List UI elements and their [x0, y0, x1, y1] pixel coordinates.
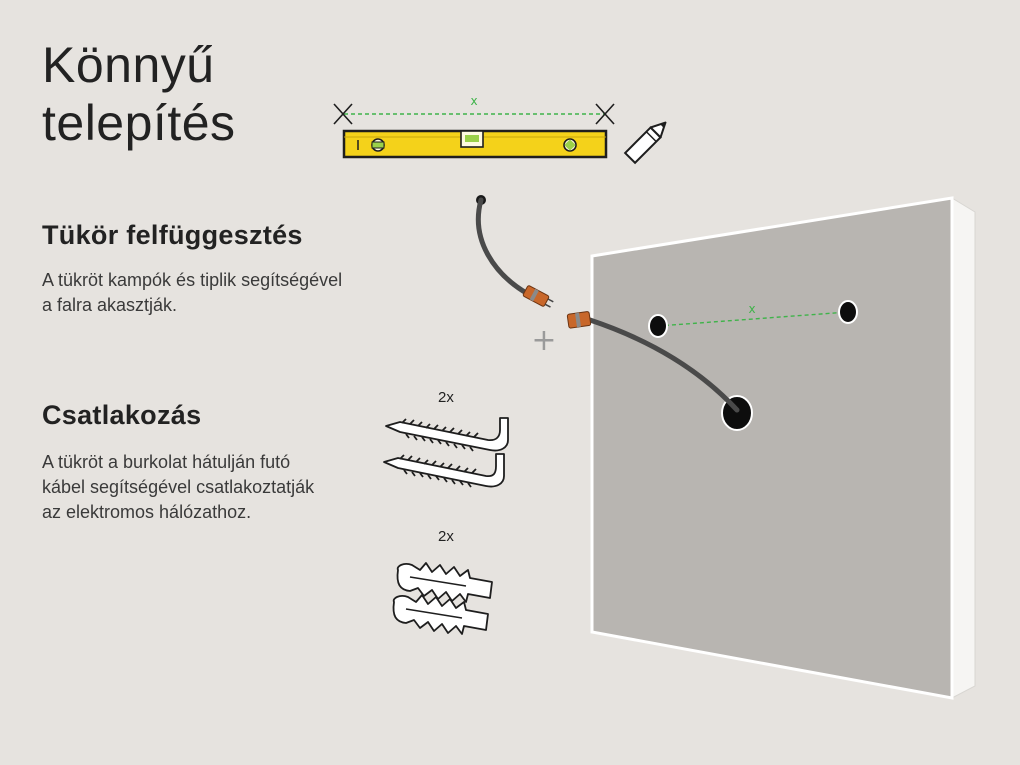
connection-description-line-3: az elektromos hálózathoz.: [42, 502, 252, 522]
connection-heading: Csatlakozás: [42, 400, 202, 430]
mounting-hole-right: [838, 300, 858, 324]
panel-cable: [587, 317, 740, 413]
connection-description-line-2: kábel segítségével csatlakoztatják: [42, 477, 315, 497]
page-title: Könnyű telepítés: [42, 36, 236, 152]
mirror-panel-side: [951, 197, 976, 699]
connection-description-line-1: A tükröt a burkolat hátulján futó: [42, 452, 291, 472]
connection-description: A tükröt a burkolat hátulján futó kábel …: [42, 450, 314, 525]
mounting-hole-left: [648, 314, 668, 338]
hanging-description-line-2: a falra akasztják.: [42, 295, 178, 315]
panel-measure-mark: x: [748, 302, 755, 316]
screw-hook-icon: [385, 417, 509, 452]
hanging-description: A tükröt kampók és tiplik segítségével a…: [42, 268, 342, 318]
pencil-icon: [623, 121, 667, 165]
wall-dowel-icon: [392, 594, 489, 635]
dowels-quantity: 2x: [438, 528, 454, 545]
cross-mark-icon: [595, 103, 615, 125]
plug-connector-icon: [522, 285, 592, 329]
spirit-level-icon: [342, 129, 608, 159]
mirror-panel: [590, 196, 976, 700]
screw-hook-icon: [383, 453, 505, 488]
mirror-panel-back: [590, 196, 954, 700]
hooks-quantity: 2x: [438, 389, 454, 406]
plus-symbol: +: [531, 323, 556, 358]
wall-cable: [475, 197, 531, 297]
cross-mark-icon: [333, 103, 353, 125]
hanging-heading: Tükör felfüggesztés: [42, 220, 303, 250]
panel-measure-line: [657, 311, 849, 327]
top-measure-mark: x: [470, 94, 477, 108]
page-title-line-2: telepítés: [42, 95, 236, 151]
wall-dowel-icon: [396, 562, 493, 603]
hanging-description-line-1: A tükröt kampók és tiplik segítségével: [42, 270, 343, 290]
page-title-line-1: Könnyű: [42, 37, 215, 93]
